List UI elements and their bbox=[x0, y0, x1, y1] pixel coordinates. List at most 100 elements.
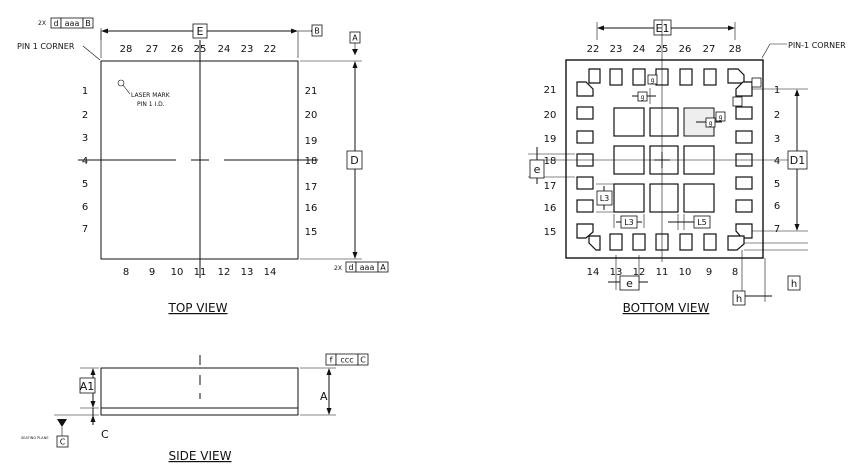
tol-right-value: aaa bbox=[360, 263, 375, 272]
pin-number: 17 bbox=[544, 181, 557, 192]
side-tol-value: ccc bbox=[340, 356, 353, 365]
pad-12 bbox=[632, 233, 646, 251]
pin-number: 25 bbox=[194, 44, 207, 55]
dim-g-mid-label: g bbox=[641, 94, 645, 101]
dim-a1-label: A1 bbox=[80, 380, 95, 393]
exposed-pad bbox=[613, 183, 645, 213]
bottom-view: E1 PIN-1 CORNER 22 23 24 25 26 27 28 21 … bbox=[528, 19, 846, 315]
dim-h-right-label: h bbox=[791, 279, 797, 290]
corner-pad-28 bbox=[727, 68, 745, 84]
pin-number: 9 bbox=[706, 267, 712, 278]
pin-number: 18 bbox=[544, 156, 557, 167]
pin-number: 2 bbox=[82, 110, 88, 121]
tol-top-datum-box bbox=[82, 17, 94, 29]
pin-number: 4 bbox=[774, 156, 780, 167]
pad-26 bbox=[679, 68, 693, 86]
dim-h-bottom-box bbox=[732, 290, 746, 306]
dim-e1-label: E1 bbox=[656, 22, 670, 35]
pin-number: 20 bbox=[544, 110, 557, 121]
pin-number: 7 bbox=[774, 224, 780, 235]
bottom-pins-bottom: 14 13 12 11 10 9 8 bbox=[587, 267, 739, 278]
pin-number: 1 bbox=[774, 85, 780, 96]
side-view-title: SIDE VIEW bbox=[169, 449, 232, 463]
pin-number: 22 bbox=[587, 44, 600, 55]
datum-b-box bbox=[311, 24, 323, 37]
pin-number: 10 bbox=[679, 267, 692, 278]
dim-d1-label: D1 bbox=[790, 154, 805, 167]
pin-number: 27 bbox=[703, 44, 716, 55]
dim-pin1-marker-2 bbox=[751, 77, 762, 88]
bottom-view-title: BOTTOM VIEW bbox=[623, 301, 710, 315]
pin-number: 24 bbox=[218, 44, 231, 55]
a1-arrow-bottom bbox=[90, 401, 96, 408]
seating-plane-marker bbox=[57, 419, 67, 427]
pin-number: 19 bbox=[305, 136, 318, 147]
e-arrow-left bbox=[101, 28, 108, 34]
d-arrow-bottom bbox=[352, 252, 358, 259]
pin1-corner-label: PIN 1 CORNER bbox=[17, 42, 75, 51]
dim-g-right2-label: g bbox=[719, 114, 723, 121]
dim-g-right1-label: g bbox=[709, 120, 713, 127]
top-view-title: TOP VIEW bbox=[167, 301, 227, 315]
dim-l3-horizontal-box bbox=[620, 215, 638, 229]
pin-number: 28 bbox=[120, 44, 133, 55]
pin-number: 15 bbox=[544, 227, 557, 238]
corner-pad-21 bbox=[576, 81, 594, 97]
dim-h-right-box bbox=[787, 275, 801, 291]
dim-d-label: D bbox=[350, 154, 358, 167]
pad-13 bbox=[609, 233, 623, 251]
dim-e-box bbox=[192, 23, 208, 39]
exposed-pad bbox=[649, 107, 679, 137]
e1-arrow-right bbox=[728, 25, 735, 31]
side-view-leadframe bbox=[100, 407, 299, 416]
laser-mark-text-1: LASER MARK bbox=[131, 92, 171, 99]
pin-number: 24 bbox=[633, 44, 646, 55]
pin-number: 14 bbox=[264, 267, 277, 278]
pad-17 bbox=[576, 176, 594, 190]
pin-number: 8 bbox=[123, 267, 129, 278]
pin-number: 21 bbox=[544, 85, 557, 96]
dim-d1-box bbox=[787, 150, 808, 170]
dim-d-box bbox=[346, 150, 363, 170]
dim-e-left-label: e bbox=[534, 163, 541, 176]
pad-19 bbox=[576, 130, 594, 144]
corner-pad-22 bbox=[588, 68, 601, 84]
dim-e-label: E bbox=[197, 25, 204, 38]
pin-number: 10 bbox=[171, 267, 184, 278]
d-arrow-top bbox=[352, 61, 358, 68]
bottom-pins-top: 22 23 24 25 26 27 28 bbox=[587, 44, 742, 55]
bottom-pins-right: 1 2 3 4 5 6 7 bbox=[774, 85, 780, 235]
bottom-pin1-corner-label: PIN-1 CORNER bbox=[788, 41, 846, 50]
pad-27 bbox=[703, 68, 717, 86]
pin-number: 7 bbox=[82, 224, 88, 235]
e1-arrow-left bbox=[597, 25, 604, 31]
tol-top-value: aaa bbox=[65, 19, 80, 28]
tol-right-symbol: d bbox=[348, 263, 353, 272]
datum-a-label: A bbox=[352, 34, 358, 43]
side-view-body bbox=[100, 367, 299, 409]
pin-number: 6 bbox=[774, 201, 780, 212]
pin-number: 15 bbox=[305, 227, 318, 238]
laser-mark-leader bbox=[122, 84, 131, 95]
top-view: E B 2X d aaa B PIN 1 CORNER LASER MARK P… bbox=[17, 17, 389, 315]
exposed-pad bbox=[683, 183, 715, 213]
pad-23 bbox=[609, 68, 623, 86]
pin-number: 3 bbox=[774, 134, 780, 145]
corner-pad-7 bbox=[735, 223, 753, 239]
datum-a-box bbox=[349, 31, 361, 44]
top-pins-right: 21 20 19 18 17 16 15 bbox=[305, 86, 318, 238]
pin-number: 26 bbox=[171, 44, 184, 55]
corner-pad-8 bbox=[727, 235, 745, 251]
dim-l3-horizontal-label: L3 bbox=[624, 218, 634, 227]
tol-top-count: 2X bbox=[38, 20, 46, 27]
tol-top-symbol: d bbox=[53, 19, 58, 28]
d1-arrow-bottom bbox=[794, 224, 800, 231]
pin-number: 22 bbox=[264, 44, 277, 55]
top-pins-left: 1 2 3 4 5 6 7 bbox=[82, 86, 88, 235]
dim-g-mid-box bbox=[637, 91, 648, 102]
seating-plane-label: SEATING PLANE bbox=[21, 436, 49, 440]
a-arrow-bottom bbox=[326, 408, 332, 415]
pin-number: 6 bbox=[82, 202, 88, 213]
pin-number: 5 bbox=[774, 179, 780, 190]
dim-a1-box bbox=[79, 377, 96, 394]
